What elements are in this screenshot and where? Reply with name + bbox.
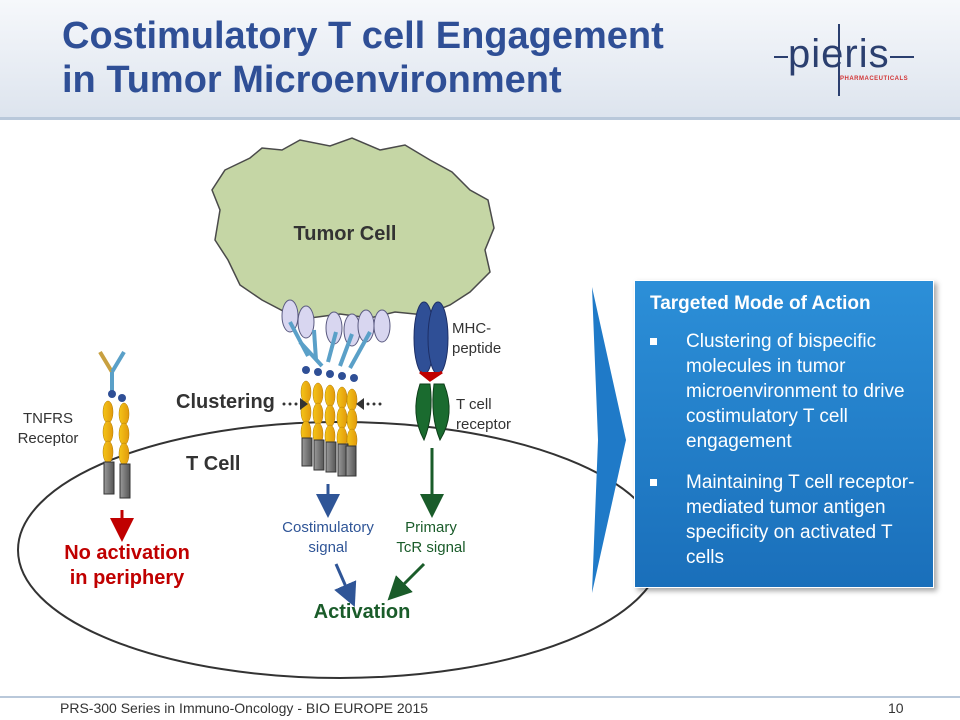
mhc-label-line-1: MHC- (452, 320, 492, 337)
mechanism-diagram: Tumor Cell MHC- peptide T cell receptor … (0, 123, 960, 690)
tumor-cell-label: Tumor Cell (293, 223, 397, 245)
logo-line (774, 56, 788, 58)
pieris-logo: pieris PHARMACEUTICALS (770, 20, 920, 100)
tumor-surface-antigens (281, 299, 391, 347)
costim-line-1: Costimulatory (282, 519, 374, 536)
slide-title: Costimulatory T cell Engagement in Tumor… (62, 14, 762, 102)
primary-signal-label: Primary TcR signal (386, 518, 476, 558)
bullet-square-icon (650, 479, 657, 486)
tcr-label-line-1: T cell (456, 396, 492, 413)
panel-bullet: Maintaining T cell receptor-mediated tum… (650, 470, 919, 570)
diagram-graphics (17, 137, 663, 679)
mode-of-action-panel: Targeted Mode of Action Clustering of bi… (634, 280, 934, 588)
tcr-label-line-2: receptor (456, 416, 512, 433)
no-activation-line-1: No activation (64, 542, 190, 564)
clustering-label: Clustering (176, 391, 275, 413)
panel-title: Targeted Mode of Action (650, 293, 871, 314)
costim-to-activation-arrow (334, 563, 357, 607)
tnfrs-label: TNFRS Receptor (8, 409, 88, 449)
page-number: 10 (888, 700, 904, 716)
primary-line-1: Primary (405, 519, 457, 536)
title-line-2: in Tumor Microenvironment (62, 59, 562, 101)
no-activation-label: No activation in periphery (42, 541, 212, 591)
chevron-arrow-icon (592, 287, 626, 593)
primary-line-2: TcR signal (396, 539, 466, 556)
bullet-square-icon (650, 338, 657, 345)
t-cell-label: T Cell (186, 453, 241, 475)
bullet-text: Maintaining T cell receptor-mediated tum… (686, 472, 915, 568)
primary-to-activation-arrow (387, 562, 426, 601)
mhc-label-line-2: peptide (452, 340, 502, 357)
tumor-cell-shape (211, 137, 495, 319)
mhc-peptide-label: MHC- peptide (452, 319, 501, 359)
no-activation-line-2: in periphery (69, 567, 185, 589)
footer-text: PRS-300 Series in Immuno-Oncology - BIO … (60, 700, 429, 716)
logo-wordmark: pieris (788, 32, 890, 76)
costim-line-2: signal (308, 539, 348, 556)
mhc-peptide-shape (413, 301, 449, 382)
t-cell-receptor-shape (415, 383, 450, 442)
clustering-arrows (282, 398, 382, 410)
logo-vertical-line (838, 24, 840, 96)
tnfrs-label-line-1: TNFRS (23, 410, 73, 427)
logo-subtitle: PHARMACEUTICALS (840, 76, 909, 82)
slide-header: Costimulatory T cell Engagement in Tumor… (0, 0, 960, 120)
slide-footer: PRS-300 Series in Immuno-Oncology - BIO … (0, 696, 960, 720)
logo-line (890, 56, 914, 58)
clustered-receptors-shape (288, 321, 372, 477)
tnfrs-label-line-2: Receptor (17, 430, 79, 447)
tnfrs-receptor-shape (98, 350, 131, 499)
activation-label: Activation (313, 601, 411, 623)
panel-bullet: Clustering of bispecific molecules in tu… (650, 329, 919, 454)
title-line-1: Costimulatory T cell Engagement (62, 15, 664, 57)
bullet-text: Clustering of bispecific molecules in tu… (686, 331, 905, 452)
tcr-label: T cell receptor (456, 395, 511, 435)
costimulatory-label: Costimulatory signal (270, 518, 386, 558)
